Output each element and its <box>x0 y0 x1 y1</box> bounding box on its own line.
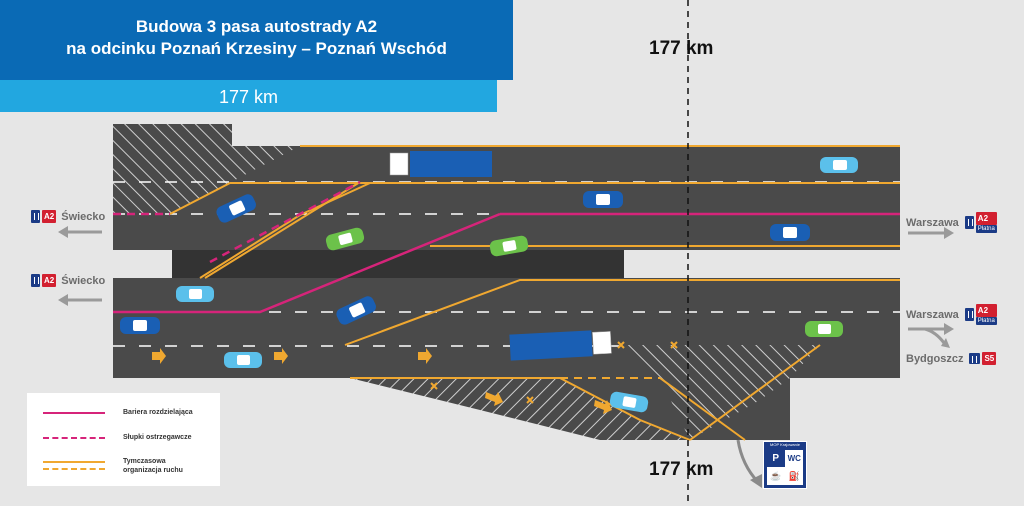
car-upper-5 <box>325 227 365 251</box>
legend-item-temp: Tymczasowa organizacja ruchu <box>43 457 185 475</box>
lower-hatched-area <box>350 378 690 440</box>
car-lower-2 <box>120 317 160 334</box>
legend-label: Słupki ostrzegawcze <box>123 434 192 441</box>
direction-arrows <box>58 226 954 348</box>
title-box: Budowa 3 pasa autostrady A2 na odcinku P… <box>0 0 513 80</box>
upper-carriageway <box>113 124 900 250</box>
toll-badge: A2 Płatna <box>975 212 997 233</box>
direction-east-top: Warszawa A2 Płatna <box>906 212 997 233</box>
title-line-2: na odcinku Poznań Krzesiny – Poznań Wsch… <box>66 39 447 58</box>
car-upper-2 <box>583 191 623 208</box>
toll-badge: A2 Płatna <box>975 304 997 325</box>
exit-hatched-area <box>620 345 820 440</box>
legend: Bariera rozdzielająca Słupki ostrzegawcz… <box>27 393 220 486</box>
legend-swatch <box>43 411 105 414</box>
upper-chevron-area <box>113 124 300 214</box>
barrier-lines <box>113 180 900 314</box>
legend-item-barrier: Bariera rozdzielająca <box>43 408 193 417</box>
truck-lower <box>509 330 612 361</box>
title-banner: 177 km <box>0 80 497 112</box>
temp-arrows <box>152 348 612 414</box>
median-strip <box>172 250 624 278</box>
legend-swatch <box>43 461 105 471</box>
road-number-badge: A2 <box>42 210 57 223</box>
road-number-badge: S5 <box>982 352 997 365</box>
mop-icons: P WC ☕ ⛽ <box>767 450 803 485</box>
parking-icon: P <box>767 450 785 467</box>
car-upper-6 <box>489 235 529 257</box>
km-label-bottom: 177 km <box>649 459 714 480</box>
car-upper-1 <box>820 157 858 173</box>
direction-west-top: A2 Świecko <box>31 210 105 223</box>
legend-label: Bariera rozdzielająca <box>123 409 193 416</box>
car-upper-4 <box>770 224 810 241</box>
road-number-badge: A2 <box>975 212 997 225</box>
km-label-top: 177 km <box>649 38 714 59</box>
car-icon <box>969 353 981 364</box>
road-number-badge: A2 <box>975 304 997 317</box>
car-lower-6 <box>609 391 649 413</box>
restaurant-icon: ☕ <box>770 471 782 481</box>
temp-markings <box>169 145 900 441</box>
motorway-icon <box>964 308 974 321</box>
direction-exit: Bydgoszcz S5 <box>906 352 997 365</box>
truck-upper <box>389 151 492 177</box>
toll-label: Płatna <box>975 317 997 325</box>
car-lower-4 <box>805 321 843 337</box>
wc-icon: WC <box>787 454 801 463</box>
road-number-badge: A2 <box>42 274 57 287</box>
mop-sign: MOP Krajowanie P WC ☕ ⛽ <box>763 441 807 489</box>
direction-label: Świecko <box>61 274 106 287</box>
direction-label: Warszawa <box>906 308 959 321</box>
car-lower-1 <box>176 286 214 302</box>
temp-cross-markers <box>430 341 678 404</box>
motorway-icon <box>31 210 40 223</box>
toll-label: Płatna <box>975 225 997 233</box>
car-lower-5 <box>224 352 262 368</box>
direction-label: Warszawa <box>906 216 959 229</box>
motorway-icon <box>31 274 40 287</box>
title-line-1: Budowa 3 pasa autostrady A2 <box>135 17 378 36</box>
direction-label: Bydgoszcz <box>906 352 964 365</box>
legend-label: Tymczasowa organizacja ruchu <box>123 458 183 474</box>
car-lower-3 <box>336 296 376 325</box>
car-upper-3 <box>216 194 256 223</box>
fuel-icon: ⛽ <box>788 471 800 481</box>
legend-swatch <box>43 436 105 439</box>
direction-label: Świecko <box>61 210 106 223</box>
direction-east-bottom: Warszawa A2 Płatna <box>906 304 997 325</box>
mop-exit-arrow <box>736 439 760 484</box>
mop-title: MOP Krajowanie <box>770 442 800 447</box>
legend-item-posts: Słupki ostrzegawcze <box>43 433 191 442</box>
motorway-icon <box>964 216 974 229</box>
direction-west-bottom: A2 Świecko <box>31 274 105 287</box>
